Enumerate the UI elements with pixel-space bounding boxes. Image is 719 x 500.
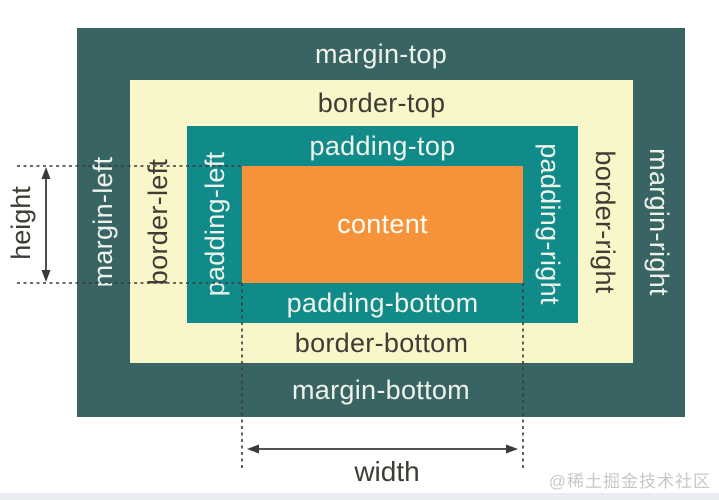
watermark: @稀土掘金技术社区: [548, 472, 711, 491]
border-left-label: border-left: [142, 158, 173, 286]
content-box: content: [242, 166, 523, 283]
width-dimension-label: width: [354, 456, 420, 487]
margin-bottom-label: margin-bottom: [292, 374, 470, 405]
height-dimension-label: height: [5, 186, 36, 260]
padding-top-label: padding-top: [309, 130, 456, 161]
border-right-label: border-right: [590, 150, 621, 294]
margin-top-label: margin-top: [314, 38, 448, 69]
content-label: content: [337, 209, 428, 239]
margin-right-label: margin-right: [644, 148, 675, 296]
footer-strip: [0, 493, 719, 500]
margin-left-label: margin-left: [87, 156, 118, 288]
padding-left-label: padding-left: [199, 151, 230, 297]
padding-bottom-label: padding-bottom: [286, 287, 479, 318]
width-arrow: [247, 444, 518, 454]
border-bottom-label: border-bottom: [294, 327, 469, 358]
border-top-label: border-top: [317, 87, 446, 118]
height-arrow: [41, 167, 51, 282]
padding-right-label: padding-right: [535, 143, 566, 305]
